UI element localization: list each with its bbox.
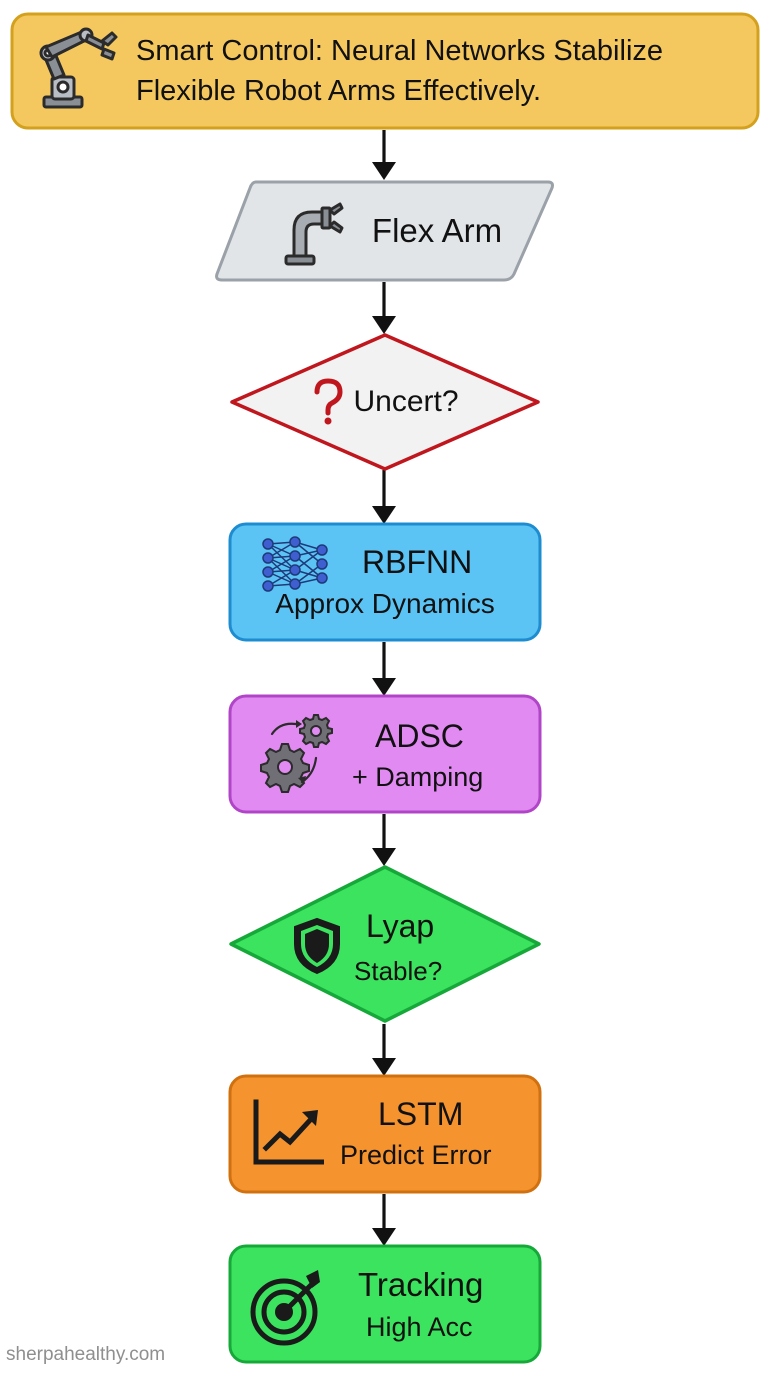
tracking-sublabel: High Acc bbox=[366, 1312, 473, 1342]
robot-arm-icon bbox=[39, 27, 118, 109]
watermark: sherpahealthy.com bbox=[6, 1344, 166, 1365]
lyapunov-sublabel: Stable? bbox=[354, 956, 443, 986]
adsc-node: ADSC + Damping bbox=[228, 694, 542, 814]
adsc-sublabel: + Damping bbox=[352, 762, 484, 792]
rbfnn-label: RBFNN bbox=[362, 544, 473, 580]
shield-icon bbox=[294, 917, 340, 975]
title-box: Smart Control: Neural Networks Stabilize… bbox=[10, 12, 760, 130]
flex-arm-label: Flex Arm bbox=[371, 212, 503, 249]
uncertainty-label: Uncert? bbox=[353, 385, 459, 418]
lyapunov-decision: Lyap Stable? bbox=[228, 864, 542, 1024]
gears-cycle-icon bbox=[260, 714, 333, 793]
title-line-2: Flexible Robot Arms Effectively. bbox=[136, 75, 542, 107]
trend-chart-icon bbox=[253, 1099, 324, 1165]
tracking-label: Tracking bbox=[358, 1266, 484, 1303]
neural-network-icon bbox=[262, 536, 328, 592]
lstm-label: LSTM bbox=[378, 1096, 464, 1132]
tracking-node: Tracking High Acc bbox=[228, 1244, 542, 1364]
adsc-label: ADSC bbox=[375, 718, 464, 754]
rbfnn-node: RBFNN Approx Dynamics bbox=[228, 522, 542, 642]
bent-pipe-gripper-icon bbox=[284, 202, 344, 266]
lstm-node: LSTM Predict Error bbox=[228, 1074, 542, 1194]
target-icon bbox=[250, 1270, 320, 1346]
rbfnn-sublabel: Approx Dynamics bbox=[275, 588, 495, 619]
flex-arm-node: Flex Arm bbox=[214, 180, 554, 282]
title-line-1: Smart Control: Neural Networks Stabilize bbox=[136, 35, 664, 67]
lyapunov-label: Lyap bbox=[366, 908, 435, 944]
lstm-sublabel: Predict Error bbox=[340, 1140, 492, 1170]
question-mark-icon bbox=[314, 378, 343, 425]
uncertainty-decision: Uncert? bbox=[228, 332, 542, 472]
